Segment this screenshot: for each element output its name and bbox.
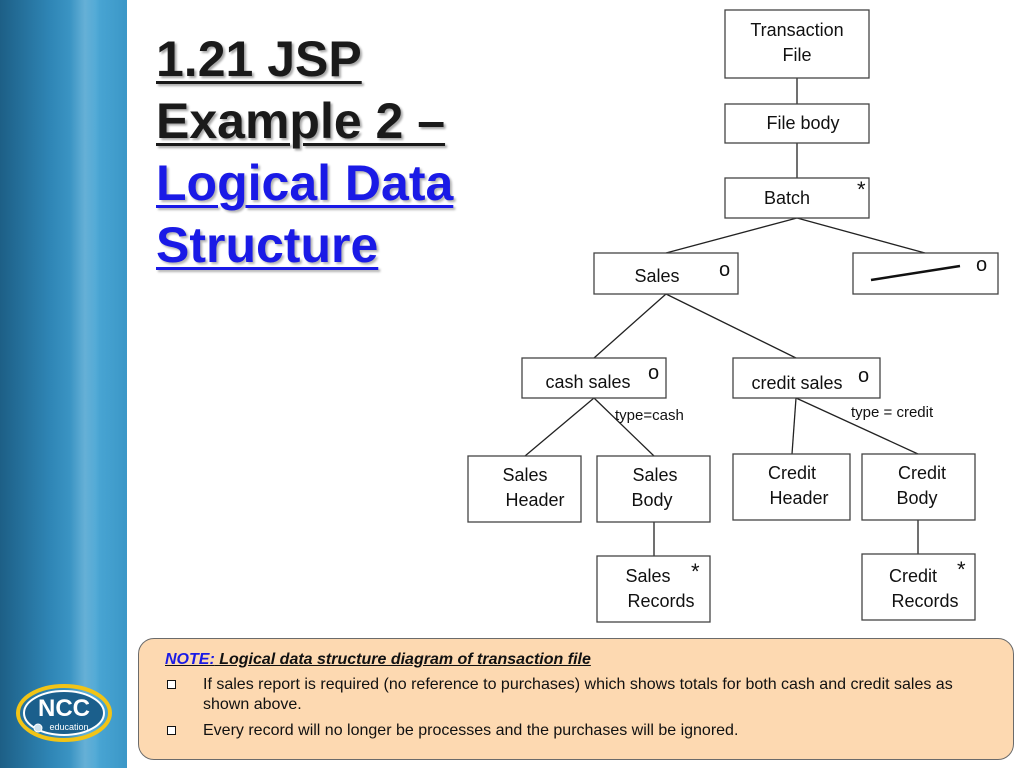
note-box: NOTE: Logical data structure diagram of … (138, 638, 1014, 760)
cash-sales-label: cash sales (545, 372, 630, 392)
square-bullet-icon (167, 680, 176, 689)
transaction-file-label-1: Transaction (750, 20, 843, 40)
title-line-2: Example 2 – (156, 93, 446, 149)
credit-sales-selection-marker: o (858, 365, 869, 387)
transaction-file-label-2: File (782, 45, 811, 65)
note-bullet-list: If sales report is required (no referenc… (165, 675, 997, 741)
credit-header-label-1: Credit (768, 463, 816, 483)
file-body-label: File body (766, 113, 839, 133)
credit-body-box (861, 453, 976, 521)
note-bullet-text: Every record will no longer be processes… (203, 722, 739, 739)
sales-records-iteration-marker: * (691, 559, 700, 584)
logo-brand: NCC (38, 695, 90, 722)
sales-header-box (467, 455, 582, 523)
credit-body-label-1: Credit (898, 463, 946, 483)
sales-header-label-2: Header (505, 490, 564, 510)
square-bullet-icon (167, 726, 176, 735)
credit-header-label-2: Header (769, 488, 828, 508)
sales-body-label-2: Body (631, 490, 672, 510)
transaction-file-box (724, 9, 870, 79)
credit-records-label-2: Records (891, 591, 958, 611)
file-body-box (724, 103, 870, 144)
note-heading: NOTE: Logical data structure diagram of … (165, 651, 997, 669)
batch-label: Batch (764, 188, 810, 208)
note-heading-text: Logical data structure diagram of transa… (214, 651, 591, 668)
sales-records-label-2: Records (627, 591, 694, 611)
null-box-line (870, 264, 961, 282)
batch-iteration-marker: * (857, 177, 866, 202)
credit-sales-box (732, 357, 881, 399)
sales-header-label-1: Sales (502, 465, 547, 485)
credit-records-iteration-marker: * (957, 557, 966, 582)
title-line-1: 1.21 JSP (156, 31, 362, 87)
sales-body-box (596, 455, 711, 523)
sidebar-highlight (70, 0, 100, 768)
sales-body-label-1: Sales (632, 465, 677, 485)
logo-sub: education (49, 722, 88, 732)
sidebar-band: NCC education (0, 0, 127, 768)
credit-records-box (861, 553, 976, 621)
title-line-4: Structure (156, 217, 379, 273)
note-bullet-text: If sales report is required (no referenc… (203, 676, 953, 713)
sales-box (593, 252, 739, 295)
note-bullet-item: If sales report is required (no referenc… (165, 675, 997, 715)
cash-condition-label: type=cash (615, 407, 684, 424)
credit-records-label-1: Credit (889, 566, 937, 586)
connector-lines (524, 78, 926, 556)
data-structure-diagram: Transaction File File body Batch * Sales… (467, 9, 999, 623)
cash-sales-selection-marker: o (648, 362, 659, 384)
slide-title: 1.21 JSP Example 2 – Logical Data Struct… (156, 28, 576, 276)
ncc-education-logo: NCC education (16, 684, 112, 742)
note-bullet-item: Every record will no longer be processes… (165, 721, 997, 741)
sales-records-label-1: Sales (625, 566, 670, 586)
null-selection-marker: o (976, 254, 987, 276)
cash-sales-box (521, 357, 667, 399)
credit-header-box (732, 453, 851, 521)
sales-label: Sales (634, 266, 679, 286)
credit-condition-label: type = credit (851, 404, 934, 421)
note-label: NOTE: (165, 651, 215, 668)
null-box (852, 252, 999, 295)
title-line-3: Logical Data (156, 155, 454, 211)
credit-body-label-2: Body (896, 488, 937, 508)
sales-records-box (596, 555, 711, 623)
batch-box (724, 177, 870, 219)
sales-selection-marker: o (719, 259, 730, 281)
credit-sales-label: credit sales (751, 373, 842, 393)
